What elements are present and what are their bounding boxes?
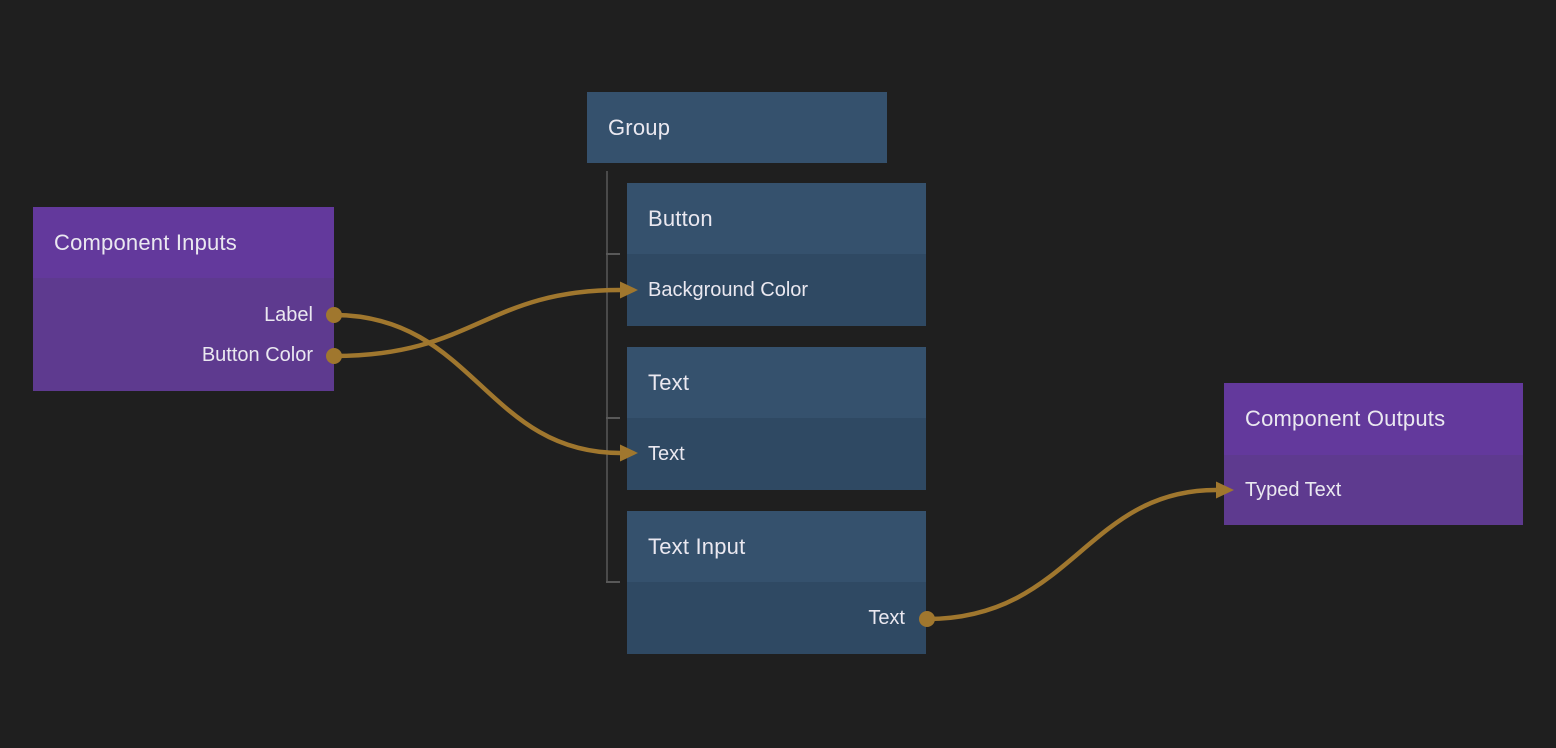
- node-text-input-header[interactable]: Text Input: [627, 511, 926, 582]
- output-port-label-text: Label: [264, 303, 313, 326]
- node-button-title: Button: [648, 205, 713, 231]
- group-tree-tick-text: [606, 417, 620, 419]
- wire-text-to-typed-text-arrowhead: [1216, 481, 1234, 499]
- input-port-background-color[interactable]: Background Color: [627, 254, 926, 326]
- node-text[interactable]: Text Text: [627, 347, 926, 490]
- port-dot-button-color[interactable]: [326, 348, 342, 364]
- node-component-inputs[interactable]: Component Inputs Label Button Color: [33, 207, 334, 391]
- wire-text-to-typed-text[interactable]: [924, 487, 1219, 622]
- output-port-text[interactable]: Text: [627, 582, 926, 654]
- wire-button-color-to-background-color-arrowhead: [620, 281, 638, 299]
- node-component-outputs-header[interactable]: Component Outputs: [1224, 383, 1523, 455]
- input-port-text-text: Text: [648, 442, 685, 465]
- input-port-text[interactable]: Text: [627, 418, 926, 490]
- node-button[interactable]: Button Background Color: [627, 183, 926, 326]
- wire-label-to-text[interactable]: [331, 312, 623, 456]
- node-group[interactable]: Group: [587, 92, 887, 163]
- wire-label-to-text-arrowhead: [620, 444, 638, 462]
- node-component-outputs[interactable]: Component Outputs Typed Text: [1224, 383, 1523, 525]
- output-port-text-text: Text: [868, 606, 905, 629]
- node-text-title: Text: [648, 369, 690, 395]
- node-component-outputs-title: Component Outputs: [1245, 406, 1446, 431]
- group-tree-tick-button: [606, 253, 620, 255]
- group-tree-line: [606, 171, 608, 583]
- node-text-input-title: Text Input: [648, 533, 746, 559]
- node-group-header[interactable]: Group: [587, 92, 887, 163]
- node-component-inputs-body: Label Button Color: [33, 278, 334, 391]
- node-text-input[interactable]: Text Input Text: [627, 511, 926, 654]
- group-tree-tick-text-input: [606, 581, 620, 583]
- output-port-button-color[interactable]: Button Color: [33, 335, 334, 375]
- node-component-inputs-header[interactable]: Component Inputs: [33, 207, 334, 278]
- input-port-typed-text[interactable]: Typed Text: [1224, 455, 1523, 525]
- output-port-button-color-text: Button Color: [201, 343, 313, 366]
- node-component-inputs-title: Component Inputs: [54, 229, 237, 255]
- port-dot-label[interactable]: [326, 307, 342, 323]
- node-text-header[interactable]: Text: [627, 347, 926, 418]
- input-port-background-color-text: Background Color: [648, 278, 809, 301]
- output-port-label[interactable]: Label: [33, 295, 334, 335]
- wire-button-color-to-background-color[interactable]: [331, 287, 623, 359]
- node-group-title: Group: [608, 114, 671, 140]
- node-button-header[interactable]: Button: [627, 183, 926, 254]
- input-port-typed-text-text: Typed Text: [1245, 478, 1342, 501]
- port-dot-text-output[interactable]: [919, 611, 935, 627]
